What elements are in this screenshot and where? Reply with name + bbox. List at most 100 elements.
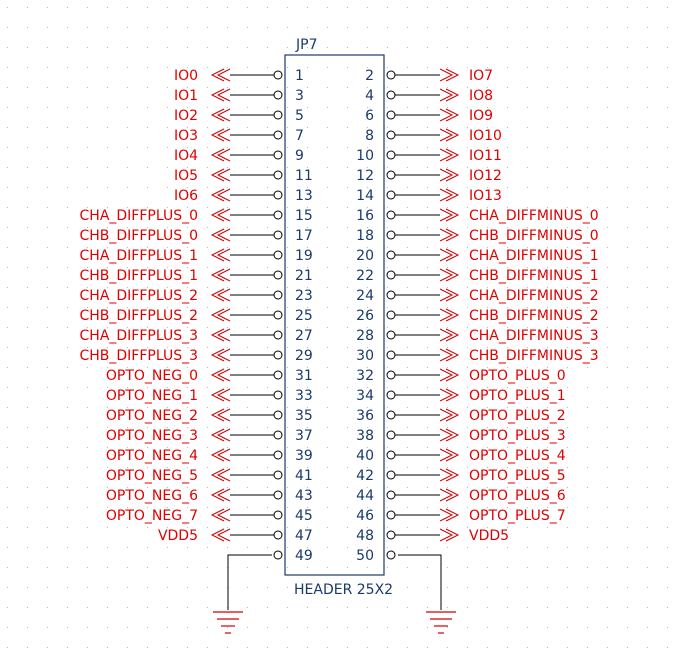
net-label-left: OPTO_NEG_1 [106,388,198,404]
pin-terminal-left [273,330,283,340]
net-label-left: OPTO_NEG_2 [106,408,198,424]
pin-terminal-left [273,530,283,540]
port-arrow-left-icon [210,128,231,142]
pin-terminal-right [386,330,396,340]
pin-terminal-right [386,230,396,240]
net-label-left: IO3 [174,128,198,144]
pin-number-left: 39 [295,448,313,464]
net-label-left: OPTO_NEG_7 [106,508,198,524]
pin-number-right: 18 [356,228,374,244]
net-label-left: IO0 [174,68,198,84]
pin-number-right: 2 [365,68,374,84]
port-arrow-right-icon [439,228,460,242]
net-label-left: CHB_DIFFPLUS_1 [79,268,198,284]
ground-right-icon [426,611,456,634]
port-arrow-left-icon [210,228,231,242]
component-reference: JP7 [295,37,317,53]
pin-number-left: 15 [295,208,313,224]
port-arrow-left-icon [210,88,231,102]
pin-number-right: 30 [356,348,374,364]
pin-terminal-right [386,70,396,80]
pin-number-right: 46 [356,508,374,524]
port-arrow-right-icon [439,428,460,442]
port-arrow-right-icon [439,208,460,222]
pin-terminal-right [386,290,396,300]
port-arrow-right-icon [439,288,460,302]
pin-number-left: 1 [295,68,304,84]
pin-number-right: 50 [356,548,374,564]
pin-terminal-right [386,370,396,380]
net-label-right: CHB_DIFFMINUS_3 [469,348,599,364]
pin-terminal-left [273,130,283,140]
pin-number-left: 33 [295,388,313,404]
pin-number-left: 19 [295,248,313,264]
net-label-right: IO11 [469,148,502,164]
pin-terminal-left [273,370,283,380]
port-arrow-right-icon [439,448,460,462]
port-arrow-right-icon [439,328,460,342]
port-arrow-left-icon [210,468,231,482]
pin-terminal-right [386,490,396,500]
net-label-right: IO9 [469,108,493,124]
pin-terminal-left [273,210,283,220]
net-label-right: OPTO_PLUS_0 [469,368,566,384]
pin-number-right: 12 [356,168,374,184]
net-label-left: CHA_DIFFPLUS_3 [80,328,198,344]
net-label-left: IO2 [174,108,198,124]
net-label-right: CHA_DIFFMINUS_0 [469,208,599,224]
pin-terminal-left [273,290,283,300]
pin-number-right: 32 [356,368,374,384]
port-arrow-right-icon [439,268,460,282]
port-arrow-left-icon [210,528,231,542]
pin-number-right: 42 [356,468,374,484]
pin-number-left: 45 [295,508,313,524]
pin-terminal-left [273,70,283,80]
pin-terminal-left [273,170,283,180]
pin-terminal-left [273,550,283,560]
pin-terminal-right [386,530,396,540]
net-label-left: IO5 [174,168,198,184]
pin-terminal-right [386,350,396,360]
net-label-left: OPTO_NEG_0 [106,368,198,384]
pin-terminal-right [386,430,396,440]
port-arrow-left-icon [210,208,231,222]
net-label-right: OPTO_PLUS_3 [469,428,566,444]
net-label-left: OPTO_NEG_6 [106,488,198,504]
port-arrow-left-icon [210,288,231,302]
port-arrow-left-icon [210,328,231,342]
ground-left-icon [213,611,243,634]
port-arrow-left-icon [210,388,231,402]
port-arrow-right-icon [439,408,460,422]
pin-number-right: 38 [356,428,374,444]
pin-terminal-left [273,410,283,420]
pin-terminal-left [273,250,283,260]
pin-terminal-right [386,310,396,320]
port-arrow-right-icon [439,108,460,122]
port-arrow-left-icon [210,488,231,502]
net-label-right: IO12 [469,168,502,184]
pin-terminal-left [273,310,283,320]
pin-number-left: 9 [295,148,304,164]
port-arrow-left-icon [210,308,231,322]
net-label-left: CHA_DIFFPLUS_1 [80,248,198,264]
port-arrow-left-icon [210,508,231,522]
port-arrow-right-icon [439,388,460,402]
port-arrow-left-icon [210,348,231,362]
pin-number-left: 29 [295,348,313,364]
pin-terminal-right [386,550,396,560]
pin-number-right: 22 [356,268,374,284]
port-arrow-right-icon [439,368,460,382]
pin-terminal-right [386,270,396,280]
